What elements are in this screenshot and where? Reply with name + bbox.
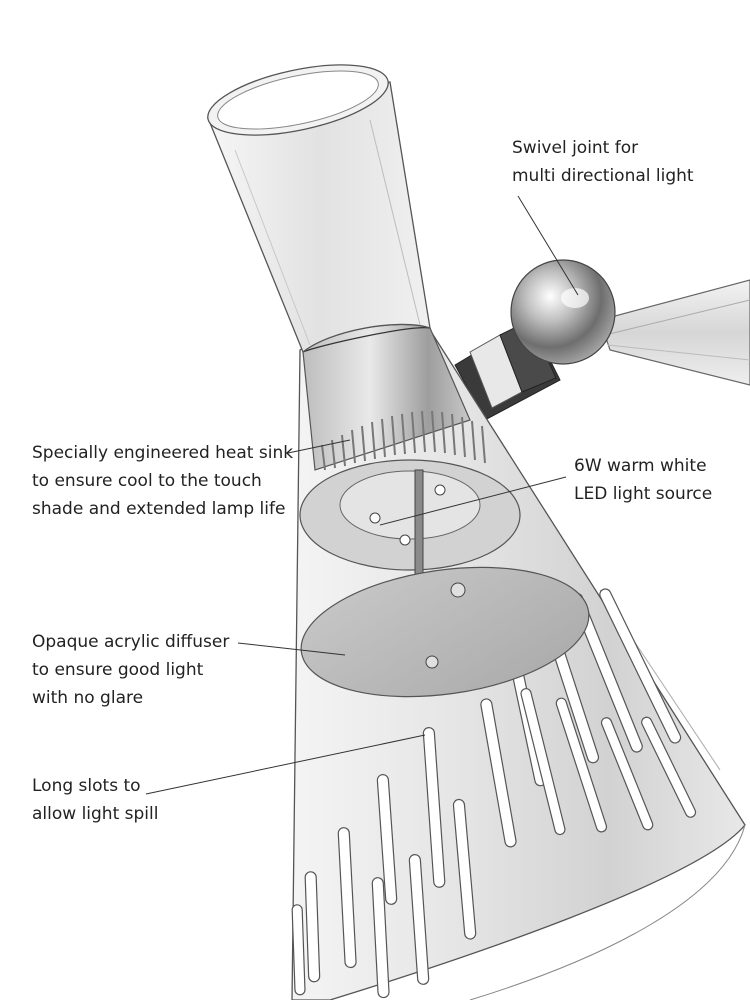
lamp-arm	[599, 279, 750, 386]
label-swivel-line-2: multi directional light	[512, 166, 694, 186]
label-diffuser-line-2: to ensure good light	[32, 660, 204, 680]
label-diffuser-line-1: Opaque acrylic diffuser	[32, 632, 230, 652]
leader-line-led	[379, 476, 567, 526]
label-swivel-line-1: Swivel joint for	[512, 138, 639, 158]
label-slots: Long slots to allow light spill	[32, 772, 158, 828]
label-led-source: 6W warm white LED light source	[574, 452, 712, 508]
label-diffuser-line-3: with no glare	[32, 688, 144, 708]
leader-line-diffuser	[237, 642, 346, 656]
acrylic-diffuser	[300, 566, 590, 698]
led-module	[299, 459, 521, 581]
label-led-line-1: 6W warm white	[574, 456, 707, 476]
label-diffuser: Opaque acrylic diffuser to ensure good l…	[32, 628, 229, 712]
label-swivel-joint: Swivel joint for multi directional light	[512, 134, 694, 190]
label-slots-line-2: allow light spill	[32, 804, 159, 824]
leader-line-heat-sink	[287, 439, 351, 454]
lamp-shade-upper	[207, 64, 431, 354]
label-heat-sink-line-1: Specially engineered heat sink	[32, 443, 294, 463]
leader-line-slots	[145, 734, 426, 795]
label-led-line-2: LED light source	[574, 484, 713, 504]
label-heat-sink-line-2: to ensure cool to the touch	[32, 471, 262, 491]
swivel-ball	[510, 259, 616, 365]
heat-sink-fins	[321, 410, 486, 471]
label-heat-sink-line-3: shade and extended lamp life	[32, 499, 286, 519]
leader-lines	[145, 195, 579, 795]
label-heat-sink: Specially engineered heat sink to ensure…	[32, 439, 293, 523]
label-slots-line-1: Long slots to	[32, 776, 141, 796]
leader-line-swivel	[517, 195, 579, 296]
